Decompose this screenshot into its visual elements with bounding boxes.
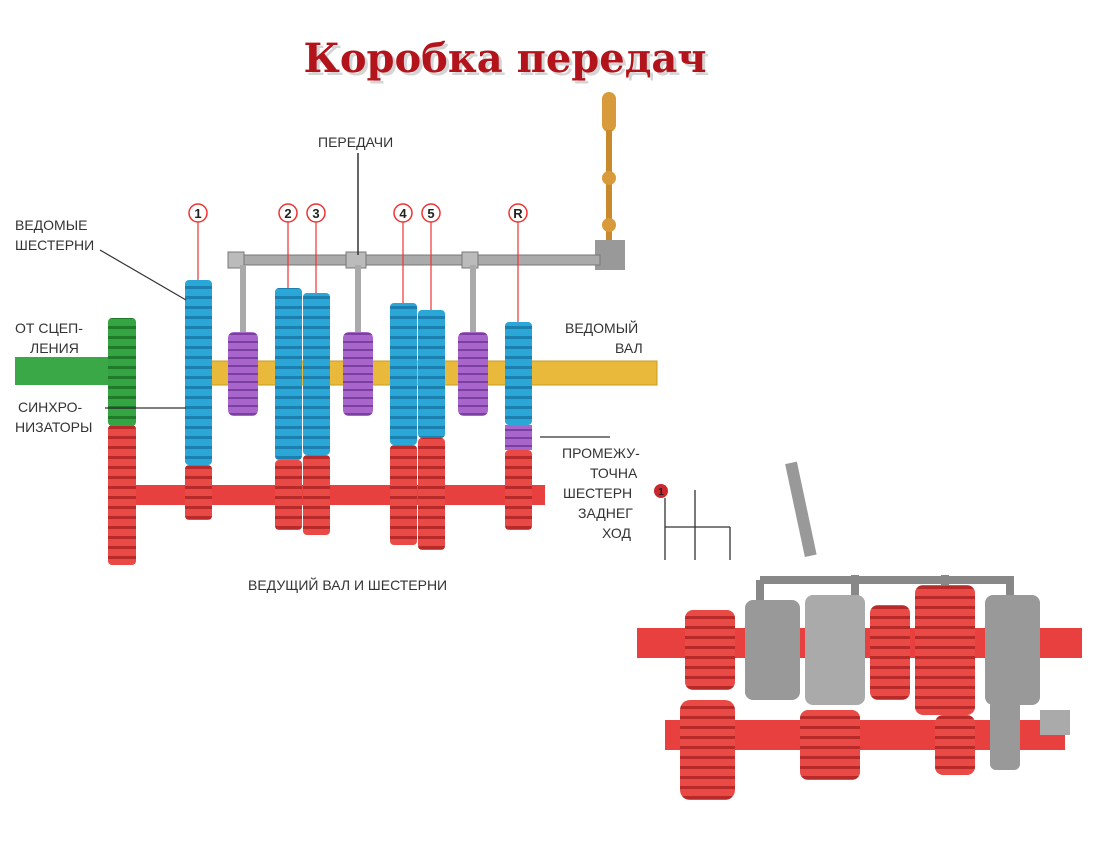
- inset-number-badge: [654, 484, 668, 498]
- leader-lines: [99, 222, 610, 438]
- label-reverse-idler-4: ЗАДНЕГ: [578, 505, 633, 521]
- gear-number: R: [513, 206, 523, 221]
- synchronizer-2: [343, 332, 373, 416]
- input-gear: [108, 318, 136, 426]
- driven-gear-R: [505, 322, 532, 425]
- gear-number-badge: [421, 203, 441, 223]
- gear-number-badge: [278, 203, 298, 223]
- title-shadow: Коробка передач: [306, 38, 709, 85]
- gear-number: 3: [312, 206, 319, 221]
- drive-gear-4: [390, 445, 417, 545]
- gear-number-badge: [508, 203, 528, 223]
- input-shaft: [15, 357, 115, 385]
- gear-number-badge: [188, 203, 208, 223]
- inset-number: 1: [658, 487, 664, 498]
- driven-gear-5: [418, 310, 445, 438]
- label-reverse-idler-3: ШЕСТЕРН: [563, 485, 632, 501]
- driven-gear-2: [275, 288, 302, 460]
- driven-gear-4: [390, 303, 417, 445]
- driven-gear-3: [303, 293, 330, 455]
- driven-gear-1: [185, 280, 212, 465]
- label-from-clutch-2: ЛЕНИЯ: [30, 340, 79, 356]
- countershaft-drive-gear: [108, 425, 136, 565]
- drive-gear-2: [275, 460, 302, 530]
- gear-number: 4: [399, 206, 407, 221]
- label-synchro-2: НИЗАТОРЫ: [15, 419, 92, 435]
- gear-number: 2: [284, 206, 291, 221]
- gear-lever: [595, 92, 625, 270]
- drive-gear-5: [418, 438, 445, 550]
- drive-gear-3: [303, 455, 330, 535]
- drive-gear-1: [185, 465, 212, 520]
- label-reverse-idler-5: ХОД: [602, 525, 631, 541]
- synchronizer-3: [458, 332, 488, 416]
- reverse-idler-gear: [505, 425, 532, 450]
- label-output-shaft: ВЕДОМЫЙ: [565, 319, 638, 336]
- label-from-clutch: ОТ СЦЕП-: [15, 320, 83, 336]
- label-driven-gears: ВЕДОМЫЕ: [15, 217, 87, 233]
- synchronizer-1: [228, 332, 258, 416]
- selector-rod: [227, 153, 601, 335]
- label-reverse-idler-2: ТОЧНА: [590, 465, 638, 481]
- label-reverse-idler: ПРОМЕЖУ-: [562, 445, 640, 461]
- gear-number: 1: [194, 206, 201, 221]
- drive-gear-R: [505, 450, 532, 530]
- label-synchro: СИНХРО-: [18, 399, 83, 415]
- gear-number-badge: [393, 203, 413, 223]
- inset-3d-gearbox: 1: [637, 461, 1082, 862]
- gear-number-badge: [306, 203, 326, 223]
- label-drive-shaft: ВЕДУЩИЙ ВАЛ И ШЕСТЕРНИ: [248, 576, 447, 593]
- title: Коробка передач: [303, 35, 706, 82]
- label-driven-gears-2: ШЕСТЕРНИ: [15, 237, 94, 253]
- label-output-shaft-2: ВАЛ: [615, 340, 643, 356]
- label-gears: ПЕРЕДАЧИ: [318, 134, 393, 150]
- gear-number: 5: [427, 206, 434, 221]
